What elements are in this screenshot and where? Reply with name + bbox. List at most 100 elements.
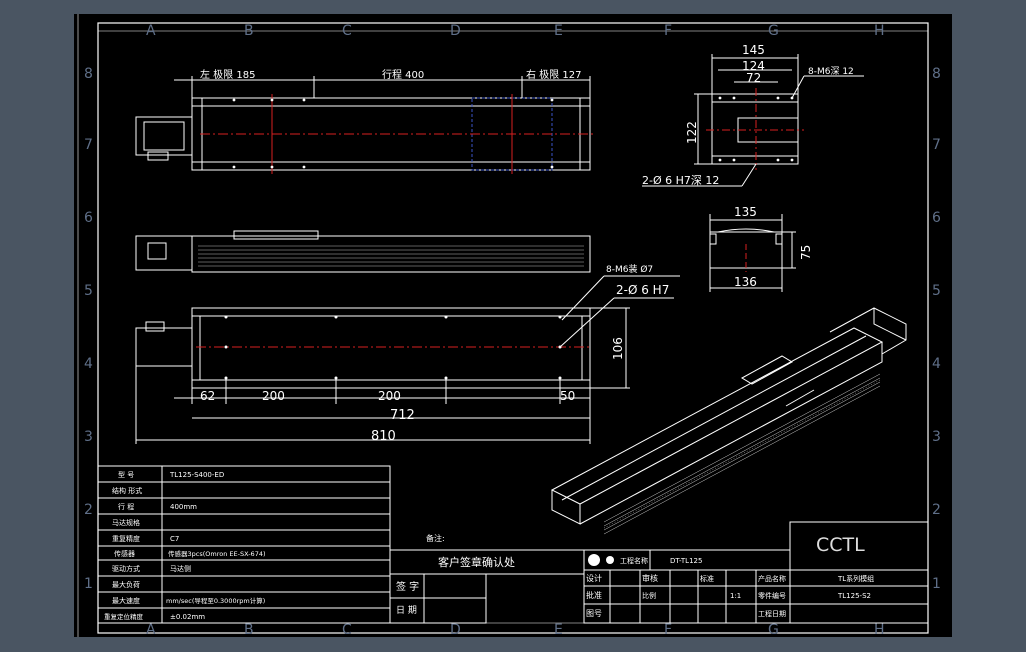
isometric-view — [550, 307, 907, 535]
stroke-label: 行程 400 — [382, 68, 424, 81]
grid-col-a-top: A — [146, 23, 156, 39]
spec-value-stroke: 400mm — [170, 503, 197, 511]
spec-label-speed: 最大速度 — [112, 596, 140, 605]
grid-col-g-top: G — [768, 23, 779, 39]
spec-label-structure: 结构 形式 — [112, 486, 142, 495]
spec-label-sensor: 传感器 — [114, 549, 135, 558]
sign-label: 签 字 — [396, 580, 419, 593]
grid-row-2-right: 2 — [932, 502, 941, 518]
spec-value-model: TL125-S400-ED — [169, 471, 224, 479]
spec-table — [97, 465, 391, 624]
grid-row-4-left: 4 — [84, 356, 93, 372]
dim-50: 50 — [560, 389, 575, 403]
drawing-sheet: A B C D E F G H A B C D E F G H 8 7 6 5 … — [74, 14, 952, 637]
grid-col-f-bottom: F — [664, 622, 672, 637]
designer-label: 设计 — [586, 573, 602, 583]
dim-62: 62 — [200, 389, 215, 403]
grid-row-6-right: 6 — [932, 210, 941, 226]
bottom-pin-label: 2-Ø 6 H7 — [616, 283, 669, 297]
dim-75: 75 — [799, 245, 813, 260]
bottom-view — [135, 275, 680, 444]
note-label: 备注: — [426, 533, 445, 543]
grid-col-e-top: E — [554, 23, 563, 39]
grid-row-7-right: 7 — [932, 137, 941, 153]
dim-810: 810 — [371, 429, 396, 444]
grid-row-7-left: 7 — [84, 137, 93, 153]
grid-col-e-bottom: E — [554, 622, 563, 637]
scale-label: 比例 — [642, 591, 656, 600]
grid-row-3-right: 3 — [932, 429, 941, 445]
project-name-label: 工程名称 — [620, 556, 648, 565]
end-pin-label: 2-Ø 6 H7深 12 — [642, 174, 719, 187]
grid-row-4-right: 4 — [932, 356, 941, 372]
spec-label-drive: 驱动方式 — [112, 564, 140, 573]
customer-confirm-label: 客户签章确认处 — [438, 555, 515, 569]
left-limit-label: 左 极限 185 — [200, 68, 255, 81]
product-name: TL系列模组 — [837, 574, 874, 583]
dim-712: 712 — [390, 408, 415, 423]
scale-value: 1:1 — [730, 592, 741, 600]
drawing-number: DT-TL125 — [670, 557, 702, 565]
outer-border — [97, 22, 929, 634]
bottom-holes-label: 8-M6装 Ø7 — [606, 263, 653, 275]
dim-106: 106 — [611, 337, 625, 360]
checker-label: 审核 — [642, 573, 658, 583]
grid-col-h-top: H — [874, 23, 885, 39]
ref-label: 图号 — [586, 609, 602, 618]
projection-symbol — [588, 554, 614, 566]
dim-200-right: 200 — [378, 389, 401, 403]
grid-col-f-top: F — [664, 23, 672, 39]
grid-row-1-right: 1 — [932, 576, 941, 592]
grid-col-d-top: D — [450, 23, 461, 39]
spec-value-speed: mm/sec(导程至0.3000rpm计算) — [166, 596, 265, 605]
grid-col-b-bottom: B — [244, 622, 254, 637]
grid-row-5-right: 5 — [932, 283, 941, 299]
grid-col-g-bottom: G — [768, 622, 779, 637]
grid-col-c-top: C — [342, 23, 352, 39]
grid-col-c-bottom: C — [342, 622, 352, 637]
grid-row-3-left: 3 — [84, 429, 93, 445]
grid-col-h-bottom: H — [874, 622, 885, 637]
spec-value-drive: 马达侧 — [170, 564, 191, 573]
dim-135: 135 — [734, 205, 757, 219]
grid-row-6-left: 6 — [84, 210, 93, 226]
dim-124: 124 — [742, 59, 765, 73]
spec-label-repeat: 重复定位精度 — [104, 612, 144, 621]
standard-label: 标准 — [700, 574, 714, 583]
cctl-logo: CCTL — [816, 534, 865, 556]
spec-label-motor: 马达规格 — [112, 518, 140, 527]
dim-136: 136 — [734, 275, 757, 289]
date-field-label: 工程日期 — [758, 609, 786, 618]
side-view — [135, 230, 591, 273]
grid-col-b-top: B — [244, 23, 254, 39]
grid-row-2-left: 2 — [84, 502, 93, 518]
spec-value-repeat: ±0.02mm — [170, 613, 205, 621]
part-number-label: 零件编号 — [758, 591, 786, 600]
spec-value-sensor: 传感器3pcs(Omron EE-SX-674) — [168, 549, 266, 558]
spec-label-stroke: 行 程 — [118, 502, 134, 511]
dim-122: 122 — [685, 121, 699, 144]
product-name-label: 产品名称 — [758, 574, 786, 583]
approve-label: 批准 — [586, 590, 602, 600]
grid-col-a-bottom: A — [146, 622, 156, 637]
dim-200-left: 200 — [262, 389, 285, 403]
section-view — [709, 214, 796, 292]
end-holes-label: 8-M6深 12 — [808, 66, 854, 77]
right-limit-label: 右 极限 127 — [526, 68, 581, 81]
grid-row-8-left: 8 — [84, 66, 93, 82]
spec-label-load: 最大负荷 — [112, 580, 140, 589]
dim-72: 72 — [746, 71, 761, 85]
dim-145: 145 — [742, 43, 765, 57]
grid-col-d-bottom: D — [450, 622, 461, 637]
title-block — [583, 521, 929, 624]
spec-value-precision: C7 — [170, 535, 179, 543]
part-number: TL125-S2 — [837, 592, 871, 600]
grid-row-5-left: 5 — [84, 283, 93, 299]
grid-row-8-right: 8 — [932, 66, 941, 82]
spec-label-precision: 重复精度 — [112, 534, 140, 543]
cad-drawing: A B C D E F G H A B C D E F G H 8 7 6 5 … — [77, 14, 941, 637]
end-view — [642, 54, 864, 187]
top-view — [135, 76, 594, 174]
grid-row-1-left: 1 — [84, 576, 93, 592]
spec-label-model: 型 号 — [118, 470, 134, 479]
